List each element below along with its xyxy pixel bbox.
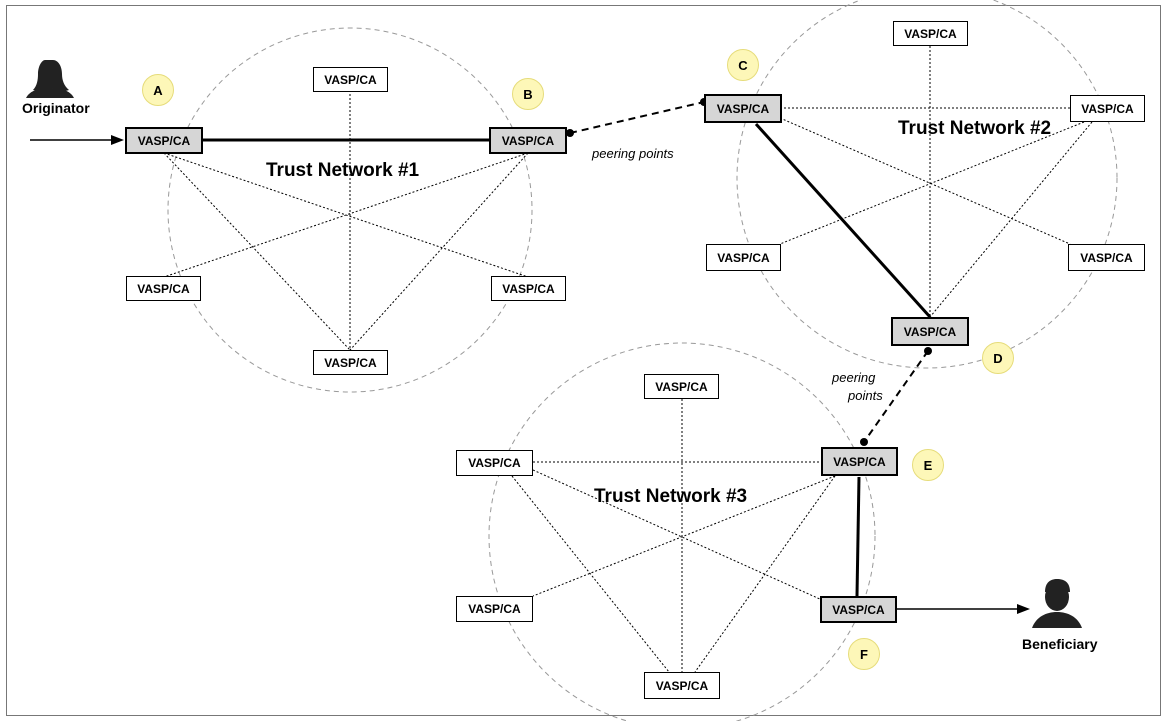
n1-node-top[interactable]: VASP/CA xyxy=(313,67,388,92)
n3-node-f[interactable]: VASP/CA xyxy=(820,596,897,623)
n3-node-left[interactable]: VASP/CA xyxy=(456,450,533,476)
network-2-title: Trust Network #2 xyxy=(898,118,1052,139)
n1-node-left[interactable]: VASP/CA xyxy=(126,276,201,301)
peering-link-b-c xyxy=(569,101,705,134)
n1-node-right[interactable]: VASP/CA xyxy=(491,276,566,301)
beneficiary-label: Beneficiary xyxy=(1022,636,1098,652)
network-2-links xyxy=(779,46,1093,318)
n3-node-e[interactable]: VASP/CA xyxy=(821,447,898,476)
peering-dot-d xyxy=(924,347,932,355)
network-1-title: Trust Network #1 xyxy=(266,160,420,181)
network-3-links xyxy=(511,399,836,673)
badge-b: B xyxy=(512,78,544,110)
peering-dot-b xyxy=(566,129,574,137)
peering-dot-e xyxy=(860,438,868,446)
originator-arrow-head xyxy=(111,135,124,145)
peering-points-caption-2-line-2: points xyxy=(848,388,883,403)
beneficiary-icon xyxy=(1032,579,1082,628)
n2-node-right[interactable]: VASP/CA xyxy=(1070,95,1145,122)
n2-node-lower-right[interactable]: VASP/CA xyxy=(1068,244,1145,271)
beneficiary-arrow-head xyxy=(1017,604,1030,614)
badge-c: C xyxy=(727,49,759,81)
badge-a: A xyxy=(142,74,174,106)
n1-node-bottom[interactable]: VASP/CA xyxy=(313,350,388,375)
n2-node-c[interactable]: VASP/CA xyxy=(704,94,782,123)
n3-node-lower-left[interactable]: VASP/CA xyxy=(456,596,533,622)
n3-node-bottom[interactable]: VASP/CA xyxy=(644,672,720,699)
n1-node-a[interactable]: VASP/CA xyxy=(125,127,203,154)
peering-link-d-e xyxy=(863,350,929,443)
network-1-ring xyxy=(167,27,533,393)
badge-e: E xyxy=(912,449,944,481)
network-2-ring xyxy=(736,0,1118,369)
diagram-frame xyxy=(6,5,1161,716)
network-3-ring xyxy=(488,342,876,721)
n1-node-b[interactable]: VASP/CA xyxy=(489,127,567,154)
n3-node-top[interactable]: VASP/CA xyxy=(644,374,719,399)
network-1-links xyxy=(163,82,529,351)
n2-node-left[interactable]: VASP/CA xyxy=(706,244,781,271)
badge-f: F xyxy=(848,638,880,670)
originator-icon xyxy=(26,60,74,98)
peering-points-caption-1: peering points xyxy=(592,146,674,161)
n2-node-d[interactable]: VASP/CA xyxy=(891,317,969,346)
network-3-title: Trust Network #3 xyxy=(594,486,748,507)
peering-points-caption-2-line-1: peering xyxy=(832,370,876,385)
network-3-path-e-f xyxy=(855,476,861,597)
originator-label: Originator xyxy=(22,100,90,116)
badge-d: D xyxy=(982,342,1014,374)
network-2-path-c-d xyxy=(754,122,932,319)
n2-node-top[interactable]: VASP/CA xyxy=(893,21,968,46)
